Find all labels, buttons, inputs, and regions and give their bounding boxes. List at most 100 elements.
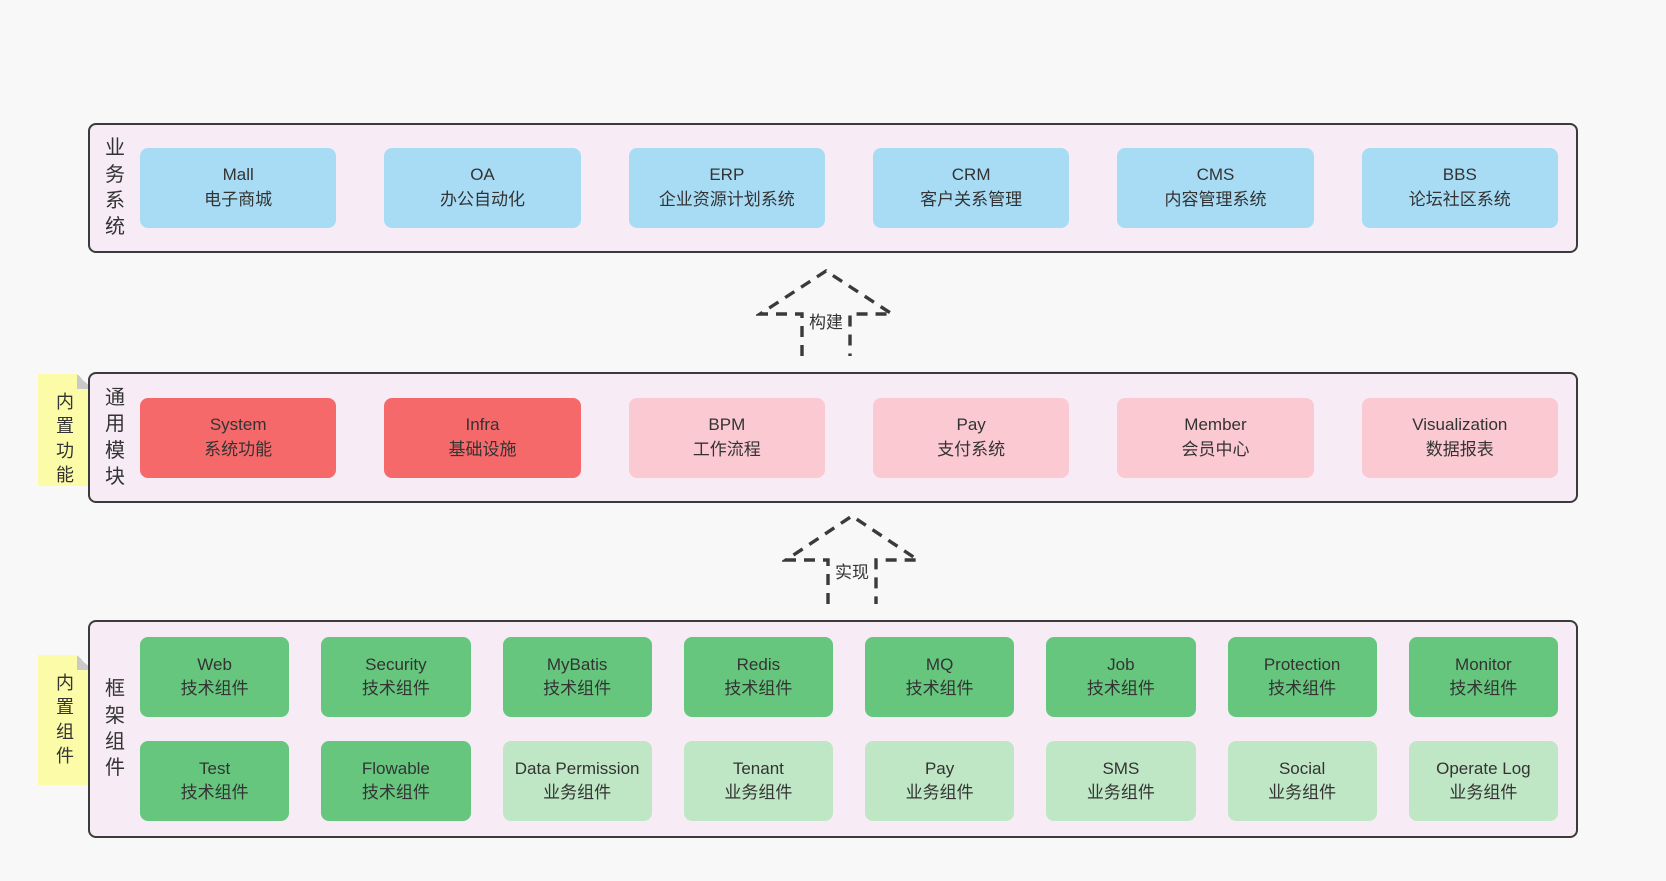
business-systems-boxes: Mall 电子商城 OA 办公自动化 ERP 企业资源计划系统 CRM 客户关系…	[128, 148, 1576, 228]
box-visualization-desc: 数据报表	[1425, 439, 1494, 459]
box-bbs-name: BBS	[1442, 165, 1477, 185]
box-erp: ERP 企业资源计划系统	[628, 148, 825, 228]
box-data-permission-name: Data Permission	[514, 759, 640, 779]
box-operate-log-desc: 业务组件	[1449, 783, 1518, 802]
box-flowable-name: Flowable	[361, 759, 430, 779]
box-mq-desc: 技术组件	[905, 679, 974, 698]
box-erp-desc: 企业资源计划系统	[658, 190, 795, 209]
box-mybatis: MyBatis 技术组件	[502, 637, 652, 717]
box-redis-name: Redis	[736, 655, 781, 675]
box-pay-component-name: Pay	[924, 759, 955, 779]
box-operate-log-name: Operate Log	[1436, 759, 1531, 779]
up-block-arrow-icon	[756, 268, 896, 356]
box-pay-component-desc: 业务组件	[905, 783, 974, 802]
box-bbs-desc: 论坛社区系统	[1408, 190, 1511, 209]
box-oa-desc: 办公自动化	[439, 190, 525, 209]
box-mall-desc: 电子商城	[204, 190, 273, 209]
box-pay-component: Pay 业务组件	[865, 741, 1015, 821]
box-sms: SMS 业务组件	[1046, 741, 1196, 821]
box-social-name: Social	[1278, 759, 1326, 779]
box-tenant: Tenant 业务组件	[683, 741, 833, 821]
box-infra-desc: 基础设施	[448, 439, 517, 459]
box-test: Test 技术组件	[140, 741, 290, 821]
box-data-permission-desc: 业务组件	[543, 783, 612, 802]
box-visualization-name: Visualization	[1412, 414, 1508, 434]
sticky-built-in-components: 内置组件	[38, 655, 92, 785]
band-common-modules: 通用模块 System 系统功能 Infra 基础设施 BPM 工作流程 Pay…	[88, 372, 1578, 503]
framework-components-grid: Web 技术组件 Security 技术组件 MyBatis 技术组件 Redi…	[128, 637, 1576, 821]
box-tenant-desc: 业务组件	[724, 783, 793, 802]
box-data-permission: Data Permission 业务组件	[502, 741, 652, 821]
box-social: Social 业务组件	[1227, 741, 1377, 821]
box-cms: CMS 内容管理系统	[1117, 148, 1314, 228]
box-monitor: Monitor 技术组件	[1408, 637, 1558, 717]
box-operate-log: Operate Log 业务组件	[1408, 741, 1558, 821]
box-mall-name: Mall	[222, 165, 254, 185]
box-job: Job 技术组件	[1046, 637, 1196, 717]
band-framework-components-label: 框架组件	[105, 678, 125, 780]
build-arrow: 构建	[756, 268, 896, 356]
box-protection-name: Protection	[1263, 655, 1341, 675]
box-redis: Redis 技术组件	[683, 637, 833, 717]
box-test-name: Test	[199, 759, 231, 779]
box-web: Web 技术组件	[140, 637, 290, 717]
box-crm: CRM 客户关系管理	[872, 148, 1070, 228]
box-tenant-name: Tenant	[732, 759, 784, 779]
box-job-name: Job	[1107, 655, 1135, 675]
box-mybatis-name: MyBatis	[546, 655, 608, 675]
up-block-arrow-icon	[782, 513, 922, 604]
build-arrow-label: 构建	[806, 308, 846, 333]
box-security: Security 技术组件	[321, 637, 471, 717]
box-mybatis-desc: 技术组件	[543, 679, 612, 698]
implement-arrow: 实现	[782, 512, 922, 604]
box-bpm: BPM 工作流程	[628, 397, 825, 478]
box-pay: Pay 支付系统	[872, 397, 1070, 478]
box-pay-name: Pay	[956, 414, 986, 434]
sticky-built-in-components-label: 内置组件	[56, 673, 74, 766]
band-business-systems: 业务系统 Mall 电子商城 OA 办公自动化 ERP 企业资源计划系统 CRM…	[88, 123, 1578, 253]
box-bpm-desc: 工作流程	[692, 439, 761, 459]
box-bpm-name: BPM	[708, 414, 746, 434]
box-flowable-desc: 技术组件	[361, 783, 430, 802]
box-mq-name: MQ	[925, 655, 954, 675]
box-test-desc: 技术组件	[180, 783, 249, 802]
box-system: System 系统功能	[140, 397, 337, 478]
box-crm-name: CRM	[951, 165, 991, 185]
sticky-built-in-features: 内置功能	[38, 374, 92, 486]
band-business-systems-label: 业务系统	[105, 137, 125, 239]
box-monitor-name: Monitor	[1455, 655, 1512, 675]
box-social-desc: 业务组件	[1268, 783, 1337, 802]
common-modules-boxes: System 系统功能 Infra 基础设施 BPM 工作流程 Pay 支付系统…	[128, 397, 1576, 478]
box-system-desc: 系统功能	[204, 439, 273, 459]
box-oa: OA 办公自动化	[384, 148, 581, 228]
box-protection: Protection 技术组件	[1227, 637, 1377, 717]
box-member: Member 会员中心	[1117, 397, 1314, 478]
box-flowable: Flowable 技术组件	[321, 741, 471, 821]
box-redis-desc: 技术组件	[724, 679, 793, 698]
box-cms-desc: 内容管理系统	[1164, 190, 1267, 209]
box-cms-name: CMS	[1196, 165, 1235, 185]
box-visualization: Visualization 数据报表	[1361, 397, 1558, 478]
band-framework-components: 框架组件 Web 技术组件 Security 技术组件 MyBatis 技术组件…	[88, 620, 1578, 838]
implement-arrow-label: 实现	[832, 558, 872, 583]
box-infra: Infra 基础设施	[384, 397, 581, 478]
box-system-name: System	[209, 414, 267, 434]
box-monitor-desc: 技术组件	[1449, 679, 1518, 698]
box-sms-desc: 业务组件	[1086, 783, 1155, 802]
box-crm-desc: 客户关系管理	[920, 190, 1023, 209]
box-web-desc: 技术组件	[180, 679, 249, 698]
box-oa-name: OA	[470, 165, 495, 185]
box-job-desc: 技术组件	[1086, 679, 1155, 698]
box-erp-name: ERP	[709, 165, 745, 185]
box-member-desc: 会员中心	[1181, 439, 1250, 459]
box-web-name: Web	[197, 655, 232, 675]
box-mq: MQ 技术组件	[865, 637, 1015, 717]
box-sms-name: SMS	[1102, 759, 1140, 779]
box-security-name: Security	[365, 655, 427, 675]
box-bbs: BBS 论坛社区系统	[1361, 148, 1558, 228]
box-pay-desc: 支付系统	[937, 439, 1006, 459]
box-infra-name: Infra	[465, 414, 500, 434]
band-common-modules-label: 通用模块	[105, 386, 125, 488]
sticky-built-in-features-label: 内置功能	[56, 392, 74, 485]
